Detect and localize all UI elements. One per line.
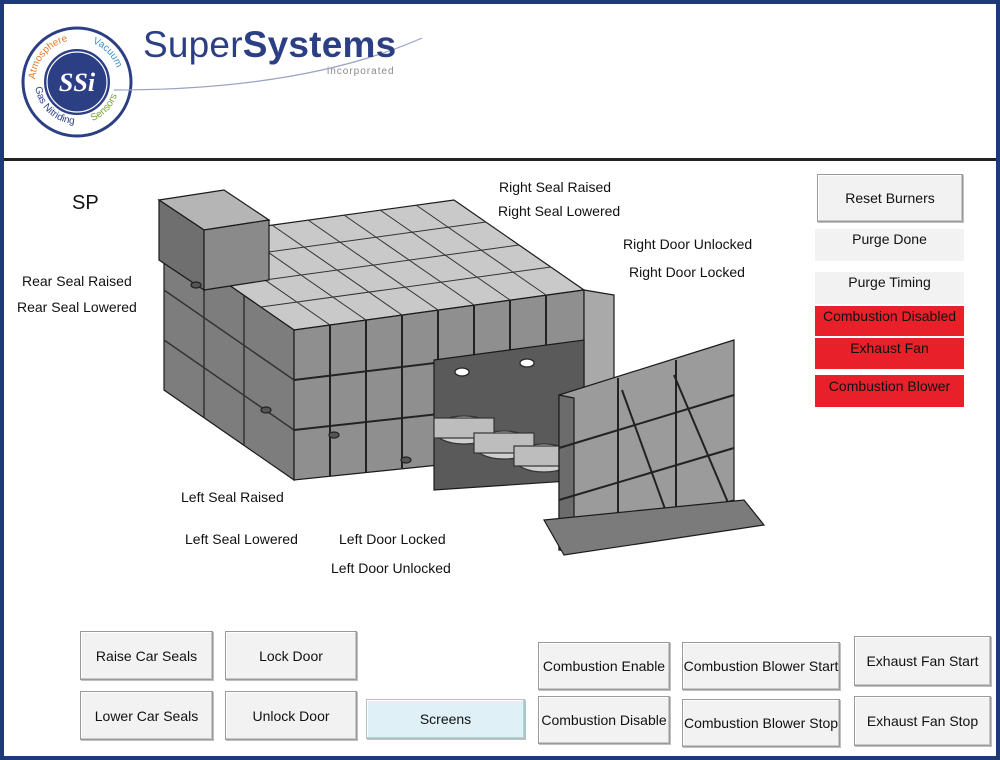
unlock-door-button[interactable]: Unlock Door <box>225 691 357 740</box>
combustion-blower-stop-button[interactable]: Combustion Blower Stop <box>682 699 840 747</box>
right-door-locked-indicator: Right Door Locked <box>629 264 745 280</box>
combustion-blower-start-button[interactable]: Combustion Blower Start <box>682 642 840 690</box>
right-seal-lowered-indicator: Right Seal Lowered <box>498 203 621 219</box>
lower-car-seals-button[interactable]: Lower Car Seals <box>80 691 213 740</box>
brand-subtitle: incorporated <box>327 66 395 77</box>
right-seal-raised-indicator: Right Seal Raised <box>499 179 612 195</box>
ssi-logo: Atmosphere Vacuum Gas Nitriding Sensors … <box>21 26 133 138</box>
exhaust-fan-start-button[interactable]: Exhaust Fan Start <box>854 636 991 686</box>
left-door-locked-indicator: Left Door Locked <box>339 531 446 547</box>
brand-name-light: Super <box>143 24 243 65</box>
right-door-unlocked-indicator: Right Door Unlocked <box>623 236 753 252</box>
combustion-disable-button[interactable]: Combustion Disable <box>538 696 670 744</box>
purge-timing-indicator: Purge Timing <box>815 272 964 304</box>
brand-name: SuperSystems <box>143 24 396 66</box>
furnace-illustration <box>157 189 766 556</box>
logo-center-text: SSi <box>59 68 96 97</box>
combustion-enable-button[interactable]: Combustion Enable <box>538 642 670 690</box>
sp-label: SP <box>72 192 99 214</box>
header: Atmosphere Vacuum Gas Nitriding Sensors … <box>4 4 996 158</box>
lock-door-button[interactable]: Lock Door <box>225 631 357 680</box>
exhaust-fan-alarm: Exhaust Fan <box>815 338 964 369</box>
furnace-screen: Atmosphere Vacuum Gas Nitriding Sensors … <box>4 4 996 756</box>
screens-button[interactable]: Screens <box>366 699 525 739</box>
reset-burners-button[interactable]: Reset Burners <box>817 174 963 222</box>
header-divider <box>4 158 996 161</box>
combustion-blower-alarm: Combustion Blower <box>815 375 964 407</box>
combustion-disabled-alarm: Combustion Disabled <box>815 306 964 336</box>
exhaust-fan-stop-button[interactable]: Exhaust Fan Stop <box>854 696 991 746</box>
brand-name-bold: Systems <box>242 24 397 65</box>
rear-seal-raised-indicator: Rear Seal Raised <box>22 273 132 289</box>
left-seal-lowered-indicator: Left Seal Lowered <box>185 531 298 547</box>
left-door-unlocked-indicator: Left Door Unlocked <box>331 560 451 576</box>
brand-swoosh-icon <box>113 37 423 91</box>
purge-done-indicator: Purge Done <box>815 229 964 261</box>
left-seal-raised-indicator: Left Seal Raised <box>181 489 284 505</box>
raise-car-seals-button[interactable]: Raise Car Seals <box>80 631 213 680</box>
rear-seal-lowered-indicator: Rear Seal Lowered <box>17 299 137 315</box>
